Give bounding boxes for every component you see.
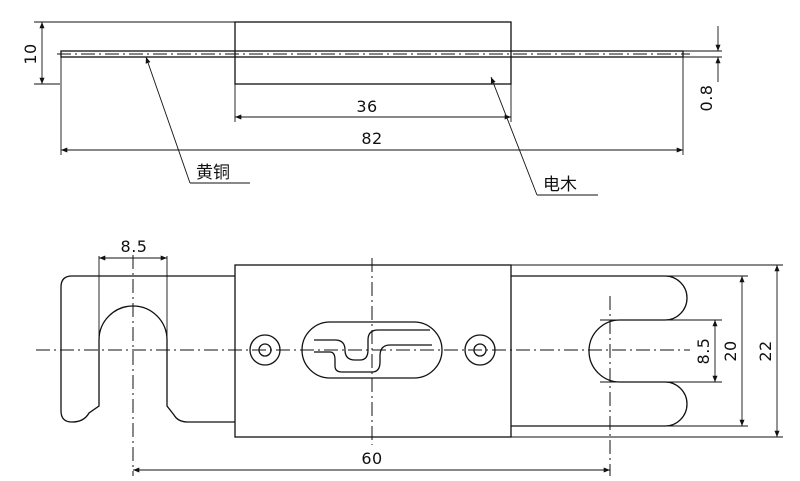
label-bakelite: 电木 (543, 175, 577, 195)
fuse-element-icon (314, 329, 432, 373)
dim-hole-spacing: 60 (361, 449, 382, 468)
dim-slot-width: 8.5 (121, 237, 148, 256)
label-brass: 黄铜 (196, 163, 230, 183)
bakelite-body (234, 21, 512, 85)
dim-blade-width: 20 (721, 340, 740, 361)
dim-inner-slot: 8.5 (694, 338, 713, 365)
bottom-view: 8.5 60 8.5 20 22 (36, 237, 783, 476)
dim-body-length: 36 (356, 97, 377, 116)
dim-thickness: 0.8 (697, 85, 716, 112)
top-view: 10 0.8 36 82 黄铜 电木 (21, 21, 722, 196)
brass-blade (60, 275, 688, 427)
bakelite-body-front (234, 264, 512, 438)
dim-height: 10 (21, 43, 40, 64)
dim-total-width: 22 (756, 340, 775, 361)
dim-total-length: 82 (361, 129, 382, 148)
